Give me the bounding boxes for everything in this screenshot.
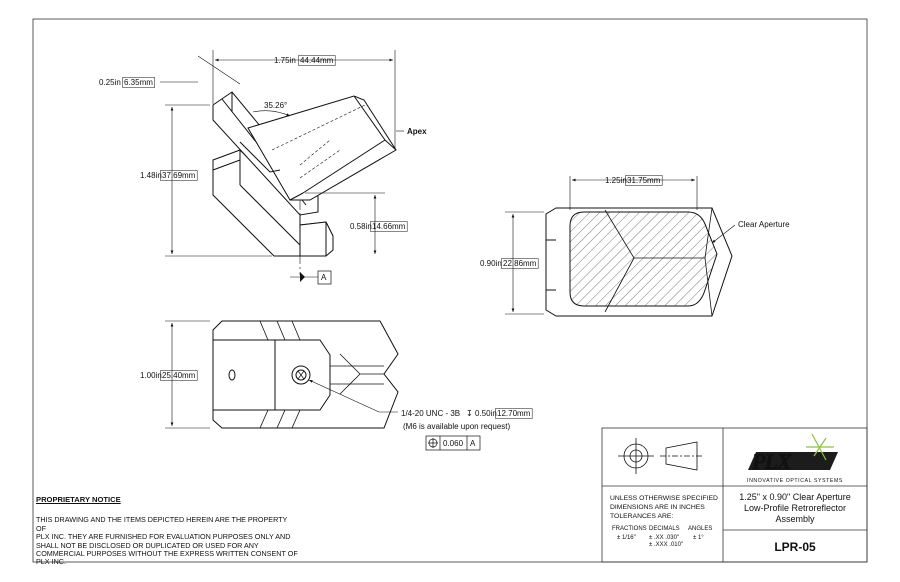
description-line-1: 1.25" x 0.90" Clear Aperture xyxy=(739,492,850,502)
description-line-2: Low-Profile Retroreflector xyxy=(744,503,846,513)
notice-line-1: THIS DRAWING AND THE ITEMS DEPICTED HERE… xyxy=(36,515,288,533)
notice-line-4: COMMERCIAL PURPOSES WITHOUT THE EXPRESS … xyxy=(36,549,298,559)
decimals-xxx: ± .XXX .010" xyxy=(649,542,683,548)
mm-bracket xyxy=(160,170,198,181)
notice-line-3: SHALL NOT BE DISCLOSED OR DUPLICATED OR … xyxy=(36,540,259,550)
logo-text: PLX xyxy=(751,449,793,474)
clear-aperture xyxy=(569,211,718,307)
dim-front-height: 0.90in xyxy=(480,259,502,268)
thread-note: (M6 is available upon request) xyxy=(403,422,511,431)
mm-bracket xyxy=(298,55,336,66)
title-block xyxy=(601,427,868,563)
mm-bracket xyxy=(122,77,155,88)
logo-star-icon xyxy=(806,433,834,461)
mm-bracket xyxy=(625,175,663,186)
mm-bracket xyxy=(370,221,408,232)
pin-hole xyxy=(228,369,236,381)
decimals-label: DECIMALS xyxy=(649,526,680,532)
dim-front-width: 1.25in xyxy=(605,176,627,185)
proprietary-notice: PROPRIETARY NOTICE THIS DRAWING AND THE … xyxy=(36,495,298,567)
dim-apex-height-mm: 14.66mm xyxy=(372,222,406,231)
fractions-label: FRACTIONS xyxy=(612,526,647,532)
depth-symbol: ↧ xyxy=(466,409,473,418)
thread-depth: 0.50in xyxy=(475,409,497,418)
dim-top-width: 1.75in xyxy=(274,56,296,65)
dim-bottom-height-mm: 25.40mm xyxy=(162,371,196,380)
dim-front-width-mm: 31.75mm xyxy=(627,176,661,185)
position-tolerance-datum: A xyxy=(470,439,476,448)
decimals-xx: ± .XX .030" xyxy=(649,535,679,541)
dim-front-height-mm: 22.86mm xyxy=(503,259,537,268)
tolerance-line-1: UNLESS OTHERWISE SPECIFIED xyxy=(610,495,718,502)
dim-apex-height: 0.58in xyxy=(350,222,372,231)
dim-angle: 35.26° xyxy=(264,101,287,110)
clear-aperture-label: Clear Aperture xyxy=(738,220,790,229)
angles-value: ± 1° xyxy=(693,535,704,541)
side-view xyxy=(212,91,397,257)
angles-label: ANGLES xyxy=(688,526,712,532)
dim-thickness-mm: 6.35mm xyxy=(124,78,153,87)
bottom-view xyxy=(212,320,399,429)
notice-line-5: PLX INC. xyxy=(36,557,66,567)
sheet-border xyxy=(32,18,868,563)
notice-line-2: PLX INC. THEY ARE FURNISHED FOR EVALUATI… xyxy=(36,532,291,542)
front-view xyxy=(545,207,733,317)
tolerance-line-3: TOLERANCES ARE: xyxy=(610,513,673,520)
thread-callout: 1/4-20 UNC - 3B xyxy=(401,409,460,418)
logo-tagline: INNOVATIVE OPTICAL SYSTEMS xyxy=(747,478,843,484)
part-number: LPR-05 xyxy=(774,540,816,554)
position-tolerance-value: 0.060 xyxy=(443,439,464,448)
notice-title: PROPRIETARY NOTICE xyxy=(36,495,121,504)
datum-a-label: A xyxy=(321,273,327,282)
mm-bracket xyxy=(501,258,539,269)
dim-height-mm: 37.69mm xyxy=(162,171,196,180)
dim-bottom-height: 1.00in xyxy=(140,371,162,380)
description-line-3: Assembly xyxy=(775,514,815,524)
dim-top-width-mm: 44.44mm xyxy=(300,56,334,65)
apex-label: Apex xyxy=(407,127,427,136)
position-tolerance-frame xyxy=(425,435,481,451)
projection-symbol xyxy=(618,438,703,474)
fractions-value: ± 1/16" xyxy=(617,535,636,541)
dim-thickness: 0.25in xyxy=(99,78,121,87)
plx-logo: PLX INNOVATIVE OPTICAL SYSTEMS xyxy=(747,433,843,484)
thread-depth-mm: 12.70mm xyxy=(497,409,531,418)
mm-bracket xyxy=(160,370,198,381)
tolerance-line-2: DIMENSIONS ARE IN INCHES xyxy=(610,504,705,511)
dim-height: 1.48in xyxy=(140,171,162,180)
mm-bracket xyxy=(495,408,533,419)
